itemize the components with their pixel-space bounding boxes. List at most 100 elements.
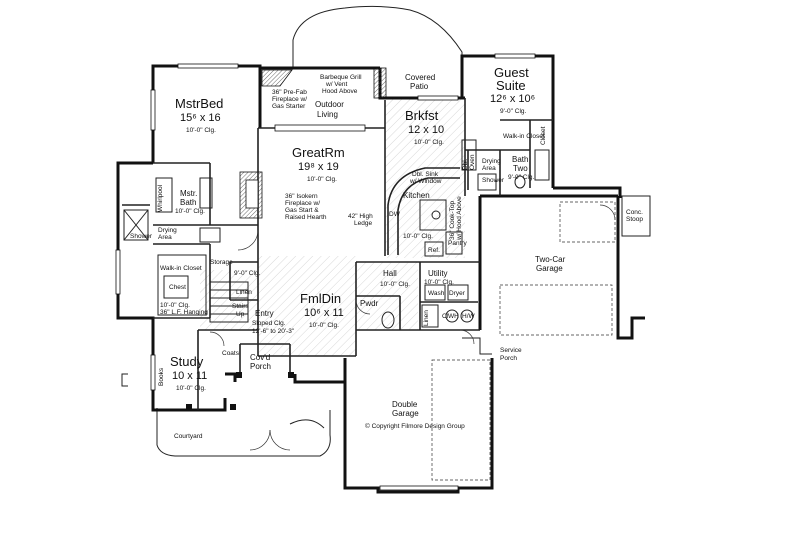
entry-clg2: 12'-6" to 20'-3" <box>252 328 295 335</box>
walkin-chest: Chest <box>169 284 186 291</box>
entry-name: Entry <box>255 309 274 318</box>
mstrbed-clg: 10'-0" Clg. <box>186 127 216 134</box>
windows <box>115 53 536 491</box>
books-label: Books <box>158 367 165 386</box>
dryer-label: Dryer <box>449 290 466 297</box>
utility-name: Utility <box>428 269 448 278</box>
brkfst-clg: 10'-0" Clg. <box>414 139 444 146</box>
ledge-l1: 42" High <box>348 213 373 220</box>
study-name: Study <box>170 354 204 369</box>
fmldin-name: FmlDin <box>300 291 341 306</box>
guest-name2: Suite <box>496 78 526 93</box>
fireplace-master-l3: Gas Starter <box>272 103 306 110</box>
dw-label: DW <box>389 211 401 218</box>
study-dim: 10 x 11 <box>172 370 207 382</box>
bbq-l2: w/ Vent <box>325 81 348 88</box>
covered-name2: Patio <box>410 82 429 91</box>
kitchen-island <box>387 139 477 257</box>
shower-guest-label: Shower <box>482 177 505 184</box>
rear-terrace-curve <box>292 5 463 68</box>
closet-chest <box>163 275 189 299</box>
cooktop-l1: 36" Cook-Top <box>449 200 456 240</box>
storage-clg: 9'-0" Clg. <box>234 270 261 277</box>
fireplace-great-l2: Fireplace w/ <box>285 200 320 207</box>
linen-hall-label: Linen <box>423 310 430 326</box>
mstrbath-name: Mstr. <box>180 189 197 198</box>
master-fireplace <box>261 69 293 87</box>
wash-label: Wash <box>428 290 445 297</box>
covdporch-name: Cov'd <box>250 353 270 362</box>
pantry-label: Pantry <box>448 240 468 247</box>
mstrbed-name: MstrBed <box>175 96 223 111</box>
kitchen-clg: 10'-0" Clg. <box>403 233 433 240</box>
stairs <box>209 281 249 323</box>
guest-name: Guest <box>494 65 529 80</box>
greatrm-dim: 19⁸ x 19 <box>298 161 339 173</box>
walkin-clg2: 36" L.F. Hanging <box>160 309 208 316</box>
courtyard-arch <box>289 419 325 429</box>
linen-label: Linen <box>236 289 252 296</box>
wh-label: WH <box>448 313 459 320</box>
pwdr-name: Pwdr <box>360 299 379 308</box>
cl-label: Cl <box>442 313 449 320</box>
covered-name: Covered <box>405 73 435 82</box>
closet-hanging <box>157 254 207 316</box>
drying-guest-l2: Area <box>482 165 496 172</box>
drying-l1: Drying <box>158 227 177 234</box>
storage-label: Storage <box>210 259 233 266</box>
doublegarage-name: Double <box>392 400 418 409</box>
study-clg: 10'-0" Clg. <box>176 385 206 392</box>
outdoor-name2: Living <box>317 110 338 119</box>
conc-stoop <box>621 195 651 237</box>
master-bath-fixtures <box>123 177 221 243</box>
bbq-l3: Hood Above <box>322 88 358 95</box>
brkfst-dim: 12 x 10 <box>408 124 444 136</box>
fireplace-master-l1: 36" Pre-Fab <box>272 89 307 96</box>
ref-label: Ref. <box>428 247 440 254</box>
guest-dim: 12⁶ x 10⁶ <box>490 93 535 105</box>
fmldin-dim: 10⁶ x 11 <box>304 307 344 319</box>
copyright-text: © Copyright Filmore Design Group <box>365 422 465 430</box>
guest-clg: 9'-0" Clg. <box>500 108 527 115</box>
bbq-grill <box>373 67 387 99</box>
ledge-l2: Ledge <box>354 220 372 227</box>
garage-door-twocar-upper <box>559 201 616 243</box>
sink-l1: Dbl. Sink <box>412 171 439 178</box>
drying-l2: Area <box>158 234 172 241</box>
coats-label: Coats <box>222 350 240 357</box>
service-porch-steps <box>462 337 492 355</box>
drying-guest-l1: Drying <box>482 158 501 165</box>
serviceporch-name: Service <box>500 347 522 354</box>
great-room-fireplace <box>239 171 263 219</box>
hw-label: H/W <box>462 313 476 320</box>
garage-door-double <box>431 359 491 481</box>
fmldin-clg: 10'-0" Clg. <box>309 322 339 329</box>
mstrbath-name2: Bath <box>180 198 196 207</box>
sink-l2: w/ Window <box>409 178 442 185</box>
garage-door-twocar-lower <box>499 284 613 336</box>
whirlpool-label: Whirlpool <box>157 184 164 212</box>
twocar-name: Two-Car <box>535 255 566 264</box>
hall-clg: 10'-0" Clg. <box>380 281 410 288</box>
closet-label: Closet <box>540 126 547 145</box>
fireplace-great-l3: Gas Start & <box>285 207 319 214</box>
greatrm-name: GreatRm <box>292 145 345 160</box>
courtyard-name: Courtyard <box>174 433 203 440</box>
outdoor-name: Outdoor <box>315 100 344 109</box>
utility-clg: 10'-0" Clg. <box>424 279 454 286</box>
guest-bath-fixtures <box>477 149 550 191</box>
bathtwo-clg: 9'-0" Clg. <box>508 174 535 181</box>
entry-clg1: Sloped Clg. <box>252 320 286 327</box>
side-post <box>121 373 128 387</box>
walkin-clg1: 10'-0" Clg. <box>160 302 190 309</box>
walkin-guest-label: Walk-in Closet <box>503 133 545 140</box>
cooktop-l2: w/ Hood Above <box>456 196 463 241</box>
concstoop-name: Conc. <box>626 209 643 216</box>
door-swings <box>209 204 616 451</box>
covdporch-name2: Porch <box>250 362 271 371</box>
twocar-name2: Garage <box>536 264 563 273</box>
concstoop-name2: Stoop <box>626 216 643 223</box>
doublegarage-name2: Garage <box>392 409 419 418</box>
greatrm-clg: 10'-0" Clg. <box>307 176 337 183</box>
